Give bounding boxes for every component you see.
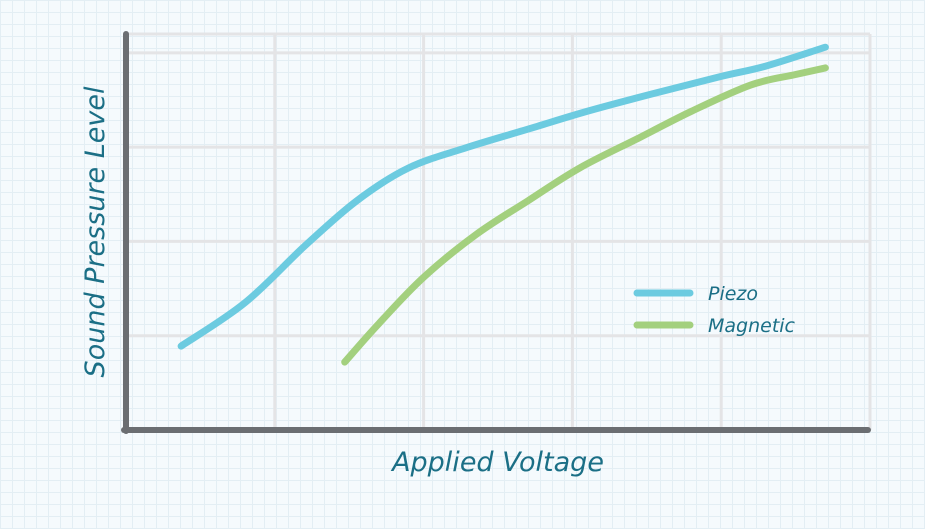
x-axis-label: Applied Voltage: [390, 447, 604, 478]
legend: Piezo Magnetic: [633, 283, 796, 337]
series-line-piezo: [177, 43, 829, 350]
grid-lines: [126, 32, 872, 430]
series-line-magnetic: [341, 64, 829, 366]
series-lines: [177, 43, 829, 366]
legend-label-piezo: Piezo: [708, 283, 758, 305]
y-axis-label: Sound Pressure Level: [80, 86, 111, 377]
axes: [121, 31, 871, 434]
legend-label-magnetic: Magnetic: [708, 315, 796, 337]
